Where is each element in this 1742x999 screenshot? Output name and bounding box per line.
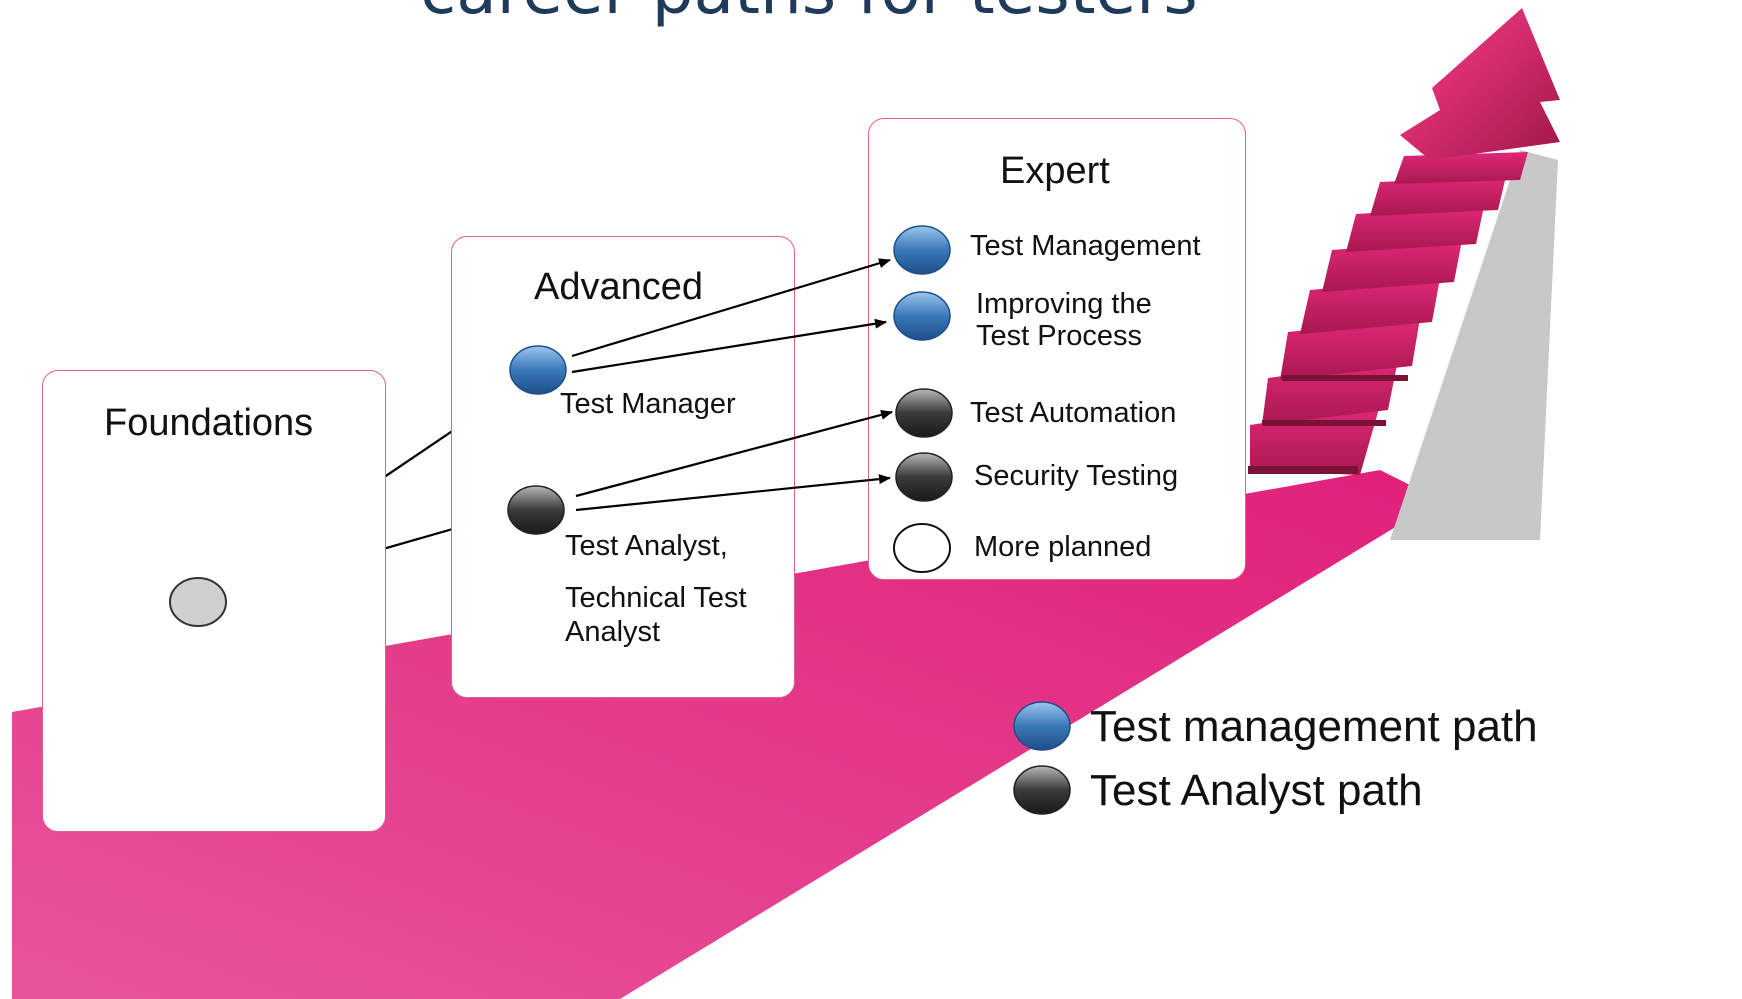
test-manager-node — [509, 345, 567, 395]
test-analyst-label-line3: Analyst — [565, 616, 661, 648]
test-management-node — [893, 225, 951, 275]
advanced-label: Advanced — [534, 266, 704, 308]
legend-management-label: Test management path — [1090, 702, 1538, 751]
security-testing-node — [895, 452, 953, 502]
test-automation-node — [895, 388, 953, 438]
test-manager-label: Test Manager — [560, 388, 736, 420]
arrow-analyst-to-automation — [575, 409, 893, 498]
legend-management-icon — [1013, 701, 1071, 751]
arrow-manager-to-improving — [571, 318, 887, 374]
foundation-node — [169, 577, 227, 627]
advanced-box — [451, 236, 795, 698]
improving-label-line1: Improving the — [976, 288, 1152, 320]
test-analyst-label-line1: Test Analyst, — [565, 530, 728, 562]
arrow-manager-to-test-management — [571, 258, 891, 358]
legend-analyst-icon — [1013, 765, 1071, 815]
security-testing-label: Security Testing — [974, 460, 1179, 492]
improving-label-line2: Test Process — [976, 320, 1142, 352]
test-automation-label: Test Automation — [970, 397, 1177, 429]
staircase-graphic — [1248, 150, 1558, 540]
growth-arrow — [1400, 8, 1560, 160]
improving-process-node — [893, 291, 951, 341]
magenta-ramp — [12, 470, 1440, 999]
expert-label: Expert — [1000, 150, 1110, 192]
more-planned-label: More planned — [974, 531, 1152, 563]
legend-analyst-label: Test Analyst path — [1090, 766, 1423, 815]
expert-box — [868, 118, 1246, 580]
foundations-label: Foundations — [104, 402, 314, 444]
test-analyst-node — [507, 485, 565, 535]
arrow-analyst-to-security — [575, 474, 891, 512]
test-analyst-label-line2: Technical Test — [565, 582, 747, 614]
test-management-label: Test Management — [970, 230, 1201, 262]
page-title: career paths for testers — [420, 0, 1198, 29]
more-planned-node — [893, 523, 951, 573]
